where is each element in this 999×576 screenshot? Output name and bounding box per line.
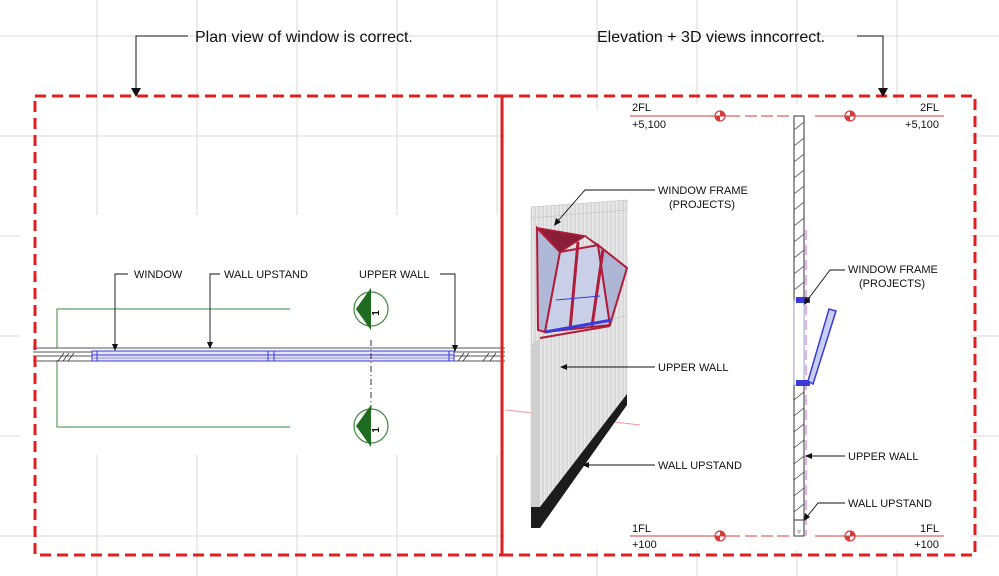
section-window-frame-top: [796, 297, 810, 303]
level-marker-bottom-right: [844, 530, 856, 542]
section-view: 2FL +5,100 2FL +5,100 1FL +100 1FL +100: [630, 102, 944, 551]
section-label-window-frame-note: (PROJECTS): [859, 278, 925, 290]
view3d-window-frame: [535, 225, 629, 339]
level-marker-top-right: [844, 110, 856, 122]
level-bottom-value-right: +100: [914, 539, 939, 551]
level-marker-top-left: [714, 110, 726, 122]
plan-label-window: WINDOW: [134, 269, 183, 281]
caption-elevation: Elevation + 3D views inncorrect.: [597, 29, 825, 46]
view3d-label-wall-upstand: WALL UPSTAND: [658, 460, 742, 472]
level-bottom-name-right: 1FL: [920, 523, 939, 535]
plan-label-upper-wall: UPPER WALL: [359, 269, 430, 281]
caption-plan: Plan view of window is correct.: [195, 29, 413, 46]
section-wall: ▿: [793, 115, 805, 537]
plan-frame: [33, 94, 504, 557]
level-top-value-right: +5,100: [905, 119, 939, 131]
svg-text:▿: ▿: [797, 529, 801, 536]
section-label-window-frame: WINDOW FRAME: [848, 264, 938, 276]
plan-label-wall-upstand: WALL UPSTAND: [224, 269, 308, 281]
section-window-sash: [807, 308, 837, 386]
plan-outline-upper: [56, 308, 290, 348]
view3d: WINDOW FRAME (PROJECTS) UPPER WALL WALL …: [505, 185, 748, 528]
view3d-wall-upstand: [531, 394, 627, 528]
section-label-upper-wall: UPPER WALL: [848, 451, 919, 463]
red-dashed-frames: [33, 94, 977, 557]
level-bottom-value-left: +100: [632, 539, 657, 551]
level-top-name-right: 2FL: [920, 102, 939, 114]
plan-window: [91, 350, 455, 362]
level-bottom-name-left: 1FL: [632, 523, 651, 535]
section-tag-top: 1: [353, 288, 389, 330]
level-marker-bottom-left: [714, 530, 726, 542]
level-top-name-left: 2FL: [632, 102, 651, 114]
section-tag-top-label: 1: [371, 310, 382, 316]
plan-outline-lower: [56, 360, 290, 428]
caption-leaders: [135, 35, 884, 94]
level-top-value-left: +5,100: [632, 119, 666, 131]
plan-view: 1 1 WINDOW WALL UPSTAND UPPER WALL: [33, 269, 505, 447]
section-tag-bottom-label: 1: [371, 427, 382, 433]
view3d-label-upper-wall: UPPER WALL: [658, 362, 729, 374]
section-label-wall-upstand: WALL UPSTAND: [848, 498, 932, 510]
view3d-label-window-frame: WINDOW FRAME: [658, 185, 748, 197]
plan-paper: [20, 215, 510, 455]
section-window-frame-bottom: [796, 380, 810, 386]
section-tag-bottom: 1: [353, 405, 389, 447]
section-paper: [600, 104, 970, 550]
view3d-label-window-frame-note: (PROJECTS): [669, 199, 735, 211]
elevation-frame: [500, 94, 977, 557]
